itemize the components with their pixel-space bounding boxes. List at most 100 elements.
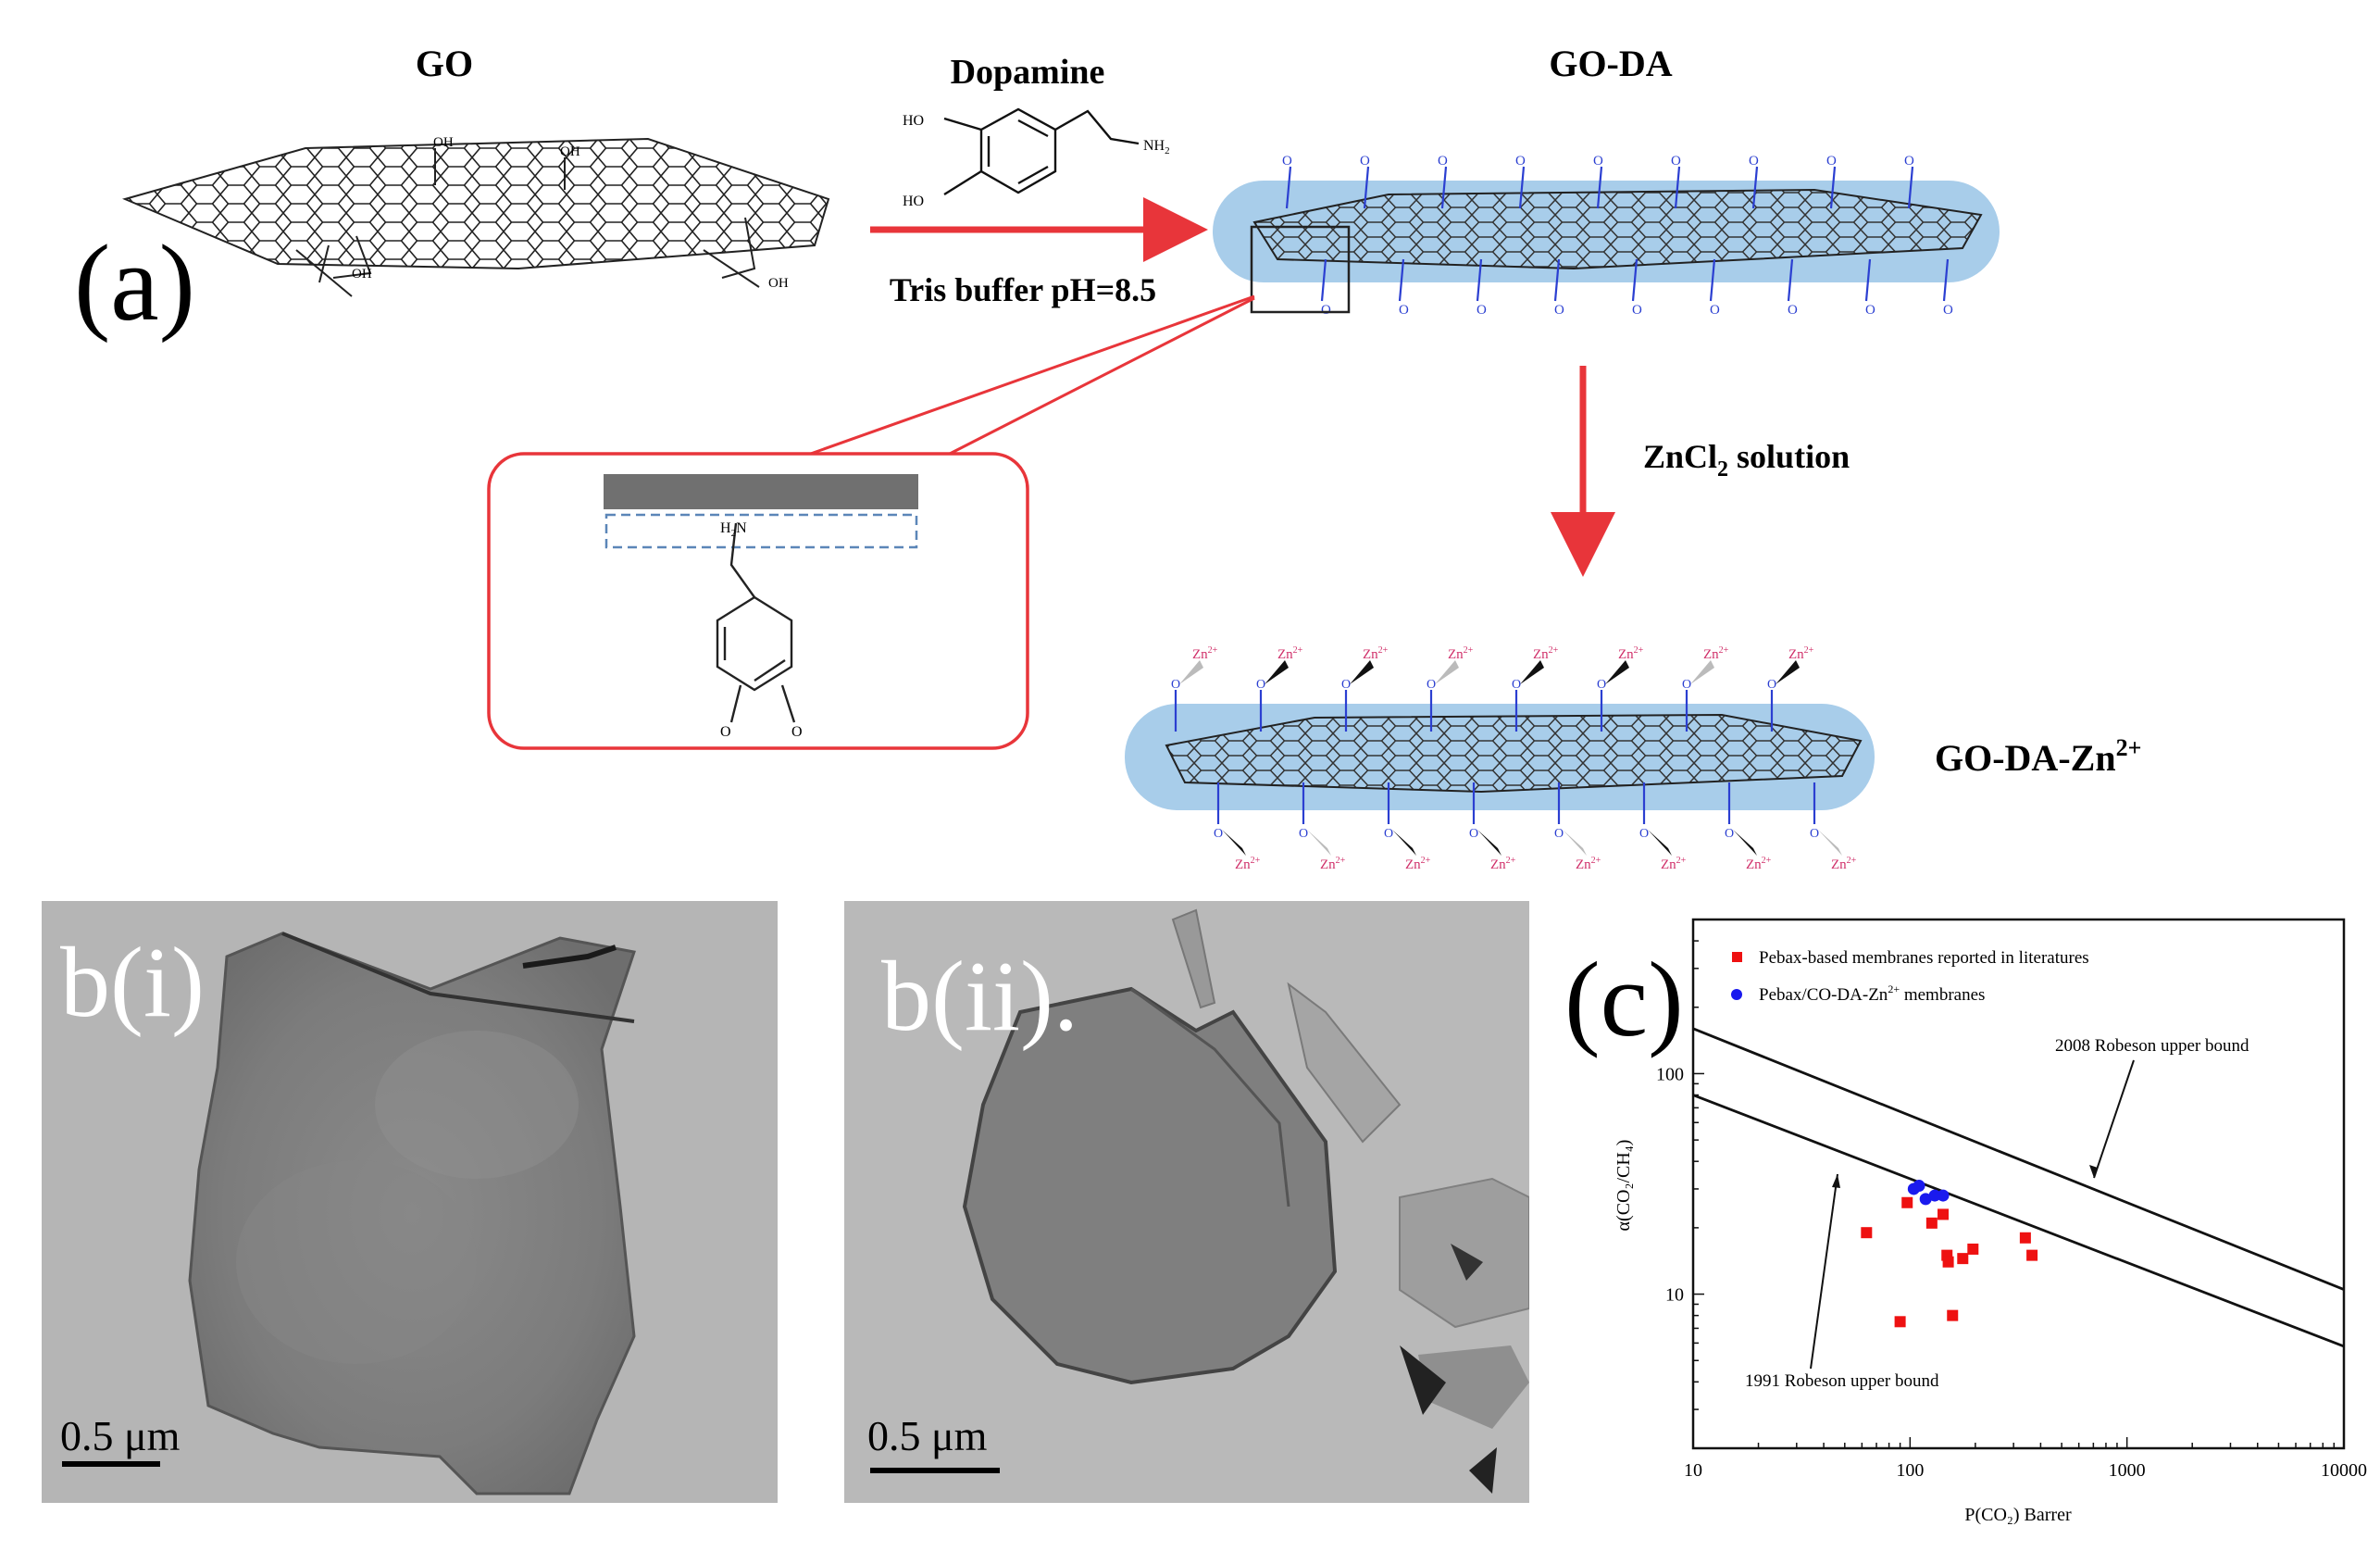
coordination-wedge [1222, 830, 1246, 856]
x-tick-label: 10 [1684, 1460, 1702, 1481]
goda-title: GO-DA [1549, 43, 1672, 84]
oxygen-label: O [1788, 303, 1798, 318]
zn-ion-label: Zn2+ [1235, 856, 1261, 872]
go-oh-label-2: OH [560, 144, 580, 159]
coordination-wedge [1477, 830, 1502, 856]
oxygen-label: O [1671, 154, 1681, 169]
oxygen-label: O [1515, 154, 1526, 169]
oxygen-label: O [1904, 154, 1914, 169]
x-tick-label: 100 [1896, 1460, 1924, 1481]
data-point-literature [1901, 1196, 1913, 1208]
dopamine-ho-1: HO [903, 113, 924, 129]
x-tick-label: 1000 [2109, 1460, 2146, 1481]
tem-image-b2: b(ii). 0.5 μm [844, 901, 1529, 1503]
coordination-wedge [1690, 660, 1714, 684]
zoom-line-2 [945, 296, 1255, 457]
annotation-1991-arrow [1810, 1173, 1838, 1370]
panel-a-label: (a) [74, 222, 195, 344]
annotation-2008-arrow [2093, 1059, 2135, 1179]
oxygen-label: O [1256, 678, 1265, 692]
coordination-wedge [1563, 830, 1587, 856]
reaction-condition: Tris buffer pH=8.5 [890, 271, 1156, 308]
oxygen-label: O [1321, 303, 1331, 318]
coordination-wedge [1776, 660, 1800, 684]
y-axis-label: α(CO₂/CH₄) [1614, 1140, 1634, 1232]
tem-image-b1: b(i) 0.5 μm [42, 901, 778, 1503]
inset-o-2: O [791, 724, 803, 740]
oxygen-label: O [1710, 303, 1720, 318]
coordination-wedge [1435, 660, 1459, 684]
inset-o-1: O [720, 724, 731, 740]
annotation-2008-arrowhead [2089, 1165, 2098, 1178]
data-point-literature [1947, 1309, 1959, 1321]
y-tick-label: 10 [1665, 1285, 1684, 1306]
data-point-literature [1942, 1256, 1954, 1268]
oxygen-label: O [1299, 827, 1308, 841]
zn-ion-label: Zn2+ [1788, 645, 1814, 662]
oxygen-label: O [1810, 827, 1819, 841]
zn-ion-label: Zn2+ [1405, 856, 1431, 872]
oxygen-label: O [1632, 303, 1642, 318]
panel-b2-label: b(ii). [881, 942, 1078, 1052]
plot-frame [1691, 918, 2346, 1450]
oxygen-label: O [1512, 678, 1521, 692]
zn-ion-label: Zn2+ [1618, 645, 1644, 662]
legend-blue-label: Pebax/CO-DA-Zn2+ membranes [1759, 982, 1985, 1005]
dopamine-bond [1398, 258, 1405, 302]
axis-ticks: 10 100 1000 10000 10 100 [1656, 919, 2367, 1481]
dopamine-molecule [943, 107, 1140, 196]
oxygen-label: O [1554, 303, 1564, 318]
zn-ion-label: Zn2+ [1533, 645, 1559, 662]
data-points [1861, 1180, 2038, 1328]
zn-ion-label: Zn2+ [1320, 856, 1346, 872]
dopamine-bond [1631, 258, 1639, 302]
oxygen-label: O [1399, 303, 1409, 318]
zn-ion-label: Zn2+ [1448, 645, 1474, 662]
oxygen-label: O [1427, 678, 1436, 692]
data-point-literature [2026, 1249, 2038, 1261]
oxygen-label: O [1682, 678, 1691, 692]
zn-ion-label: Zn2+ [1661, 856, 1687, 872]
annotation-1991: 1991 Robeson upper bound [1745, 1371, 1939, 1391]
go-cooh-label-2: OH [768, 276, 789, 291]
zn-ion-label: Zn2+ [1277, 645, 1303, 662]
coordination-wedge [1520, 660, 1544, 684]
oxygen-label: O [1943, 303, 1953, 318]
inset-source-box [1250, 225, 1351, 314]
dopamine-title: Dopamine [951, 53, 1105, 92]
oxygen-label: O [1597, 678, 1606, 692]
panel-a-scheme: (a) GO OH OH OH OH Dopamine HO HO NH2 [74, 43, 2141, 872]
dopamine-bond [1829, 166, 1837, 209]
go-oh-label-1: OH [433, 135, 454, 150]
y-tick-label: 100 [1656, 1064, 1684, 1084]
oxygen-label: O [1438, 154, 1448, 169]
dopamine-bond [1942, 258, 1950, 302]
godazn-zn-coordination: O Zn2+ O Zn2+ O Zn2+ O Zn2+ O Zn2+ O Zn2+ O Zn2+ O Zn2+… [1171, 645, 1857, 872]
data-point-this-work [1919, 1193, 1932, 1206]
go-cooh-label-1: OH [352, 267, 372, 282]
oxygen-label: O [1725, 827, 1734, 841]
x-axis-label: P(CO₂) Barrer [1964, 1505, 2072, 1525]
dopamine-ho-2: HO [903, 194, 924, 209]
oxygen-label: O [1749, 154, 1759, 169]
go-graphene-sheet [121, 137, 830, 297]
legend-blue-marker [1731, 989, 1742, 1000]
coordination-wedge [1307, 830, 1331, 856]
dopamine-bond [1751, 166, 1759, 209]
data-point-literature [1938, 1208, 1950, 1220]
data-point-literature [2019, 1232, 2031, 1244]
robeson-lines [1692, 1027, 2345, 1348]
godazn-label: GO-DA-Zn2+ [1935, 734, 2141, 779]
annotation-1991-arrowhead [1832, 1174, 1840, 1188]
coordination-wedge [1818, 830, 1842, 856]
godazn-sheet [1165, 713, 1863, 794]
oxygen-label: O [1469, 827, 1478, 841]
zn-ion-label: Zn2+ [1363, 645, 1389, 662]
oxygen-label: O [1593, 154, 1603, 169]
annotation-2008: 2008 Robeson upper bound [2055, 1036, 2249, 1056]
coordination-wedge [1179, 660, 1203, 684]
data-point-literature [1967, 1243, 1979, 1255]
x-tick-label: 10000 [2321, 1460, 2367, 1481]
